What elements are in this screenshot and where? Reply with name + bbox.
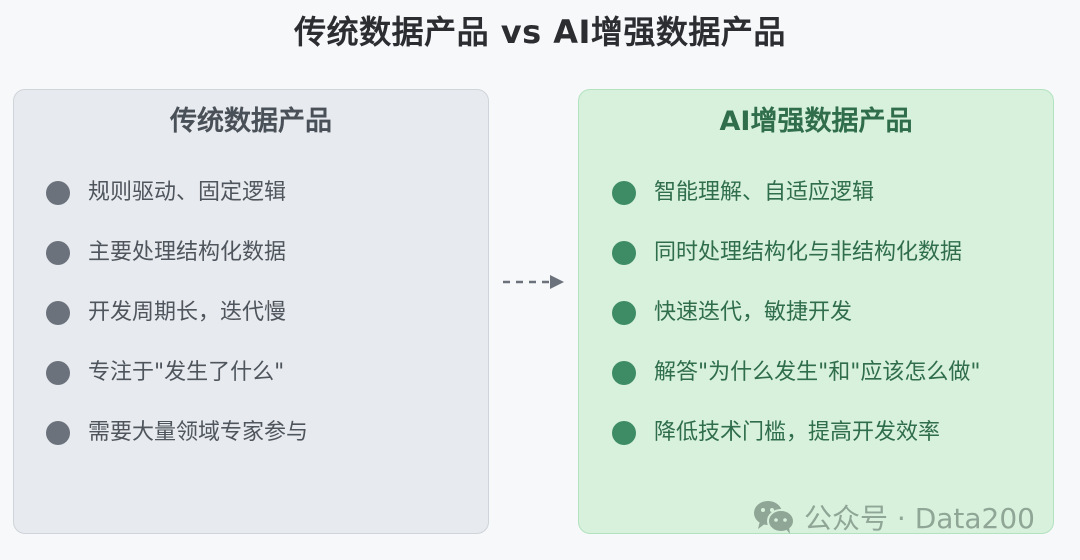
bullet-dot-icon [46, 361, 70, 385]
list-item-text: 需要大量领域专家参与 [88, 420, 309, 445]
list-item-text: 开发周期长，迭代慢 [88, 300, 287, 325]
watermark: 公众号 · Data200 [752, 497, 1035, 537]
bullet-dot-icon [612, 361, 636, 385]
list-item: 规则驱动、固定逻辑 [14, 174, 488, 234]
bullet-dot-icon [46, 421, 70, 445]
list-item-text: 智能理解、自适应逻辑 [654, 180, 875, 205]
wechat-icon [754, 501, 795, 534]
panel-title: AI增强数据产品 [719, 106, 913, 137]
list-item-text: 主要处理结构化数据 [88, 240, 287, 265]
list-item: 开发周期长，迭代慢 [14, 294, 488, 354]
list-item: 专注于"发生了什么" [14, 354, 488, 414]
list-item: 需要大量领域专家参与 [14, 414, 488, 474]
feature-list: 智能理解、自适应逻辑 同时处理结构化与非结构化数据 快速迭代，敏捷开发 解答"为… [579, 174, 1053, 474]
watermark-text: 公众号 · Data200 [804, 502, 1036, 535]
list-item-text: 降低技术门槛，提高开发效率 [654, 420, 941, 445]
page-title: 传统数据产品 vs AI增强数据产品 [294, 13, 786, 51]
panel-title: 传统数据产品 [170, 106, 332, 137]
traditional-data-product-panel: 传统数据产品 规则驱动、固定逻辑 主要处理结构化数据 开发周期长，迭代慢 专注于… [13, 89, 489, 534]
list-item-text: 快速迭代，敏捷开发 [654, 300, 853, 325]
list-item: 快速迭代，敏捷开发 [579, 294, 1053, 354]
bullet-dot-icon [612, 301, 636, 325]
bullet-dot-icon [612, 181, 636, 205]
bullet-dot-icon [46, 301, 70, 325]
list-item-text: 规则驱动、固定逻辑 [88, 180, 287, 205]
list-item: 主要处理结构化数据 [14, 234, 488, 294]
list-item-text: 解答"为什么发生"和"应该怎么做" [654, 360, 981, 385]
list-item: 降低技术门槛，提高开发效率 [579, 414, 1053, 474]
bullet-dot-icon [46, 241, 70, 265]
bullet-dot-icon [46, 181, 70, 205]
list-item: 智能理解、自适应逻辑 [579, 174, 1053, 234]
list-item-text: 同时处理结构化与非结构化数据 [654, 240, 963, 265]
list-item: 同时处理结构化与非结构化数据 [579, 234, 1053, 294]
list-item-text: 专注于"发生了什么" [88, 360, 285, 385]
feature-list: 规则驱动、固定逻辑 主要处理结构化数据 开发周期长，迭代慢 专注于"发生了什么"… [14, 174, 488, 474]
bullet-dot-icon [612, 421, 636, 445]
dashed-arrow-right-icon [503, 275, 564, 289]
bullet-dot-icon [612, 241, 636, 265]
list-item: 解答"为什么发生"和"应该怎么做" [579, 354, 1053, 414]
ai-enhanced-data-product-panel: AI增强数据产品 智能理解、自适应逻辑 同时处理结构化与非结构化数据 快速迭代，… [578, 89, 1054, 534]
